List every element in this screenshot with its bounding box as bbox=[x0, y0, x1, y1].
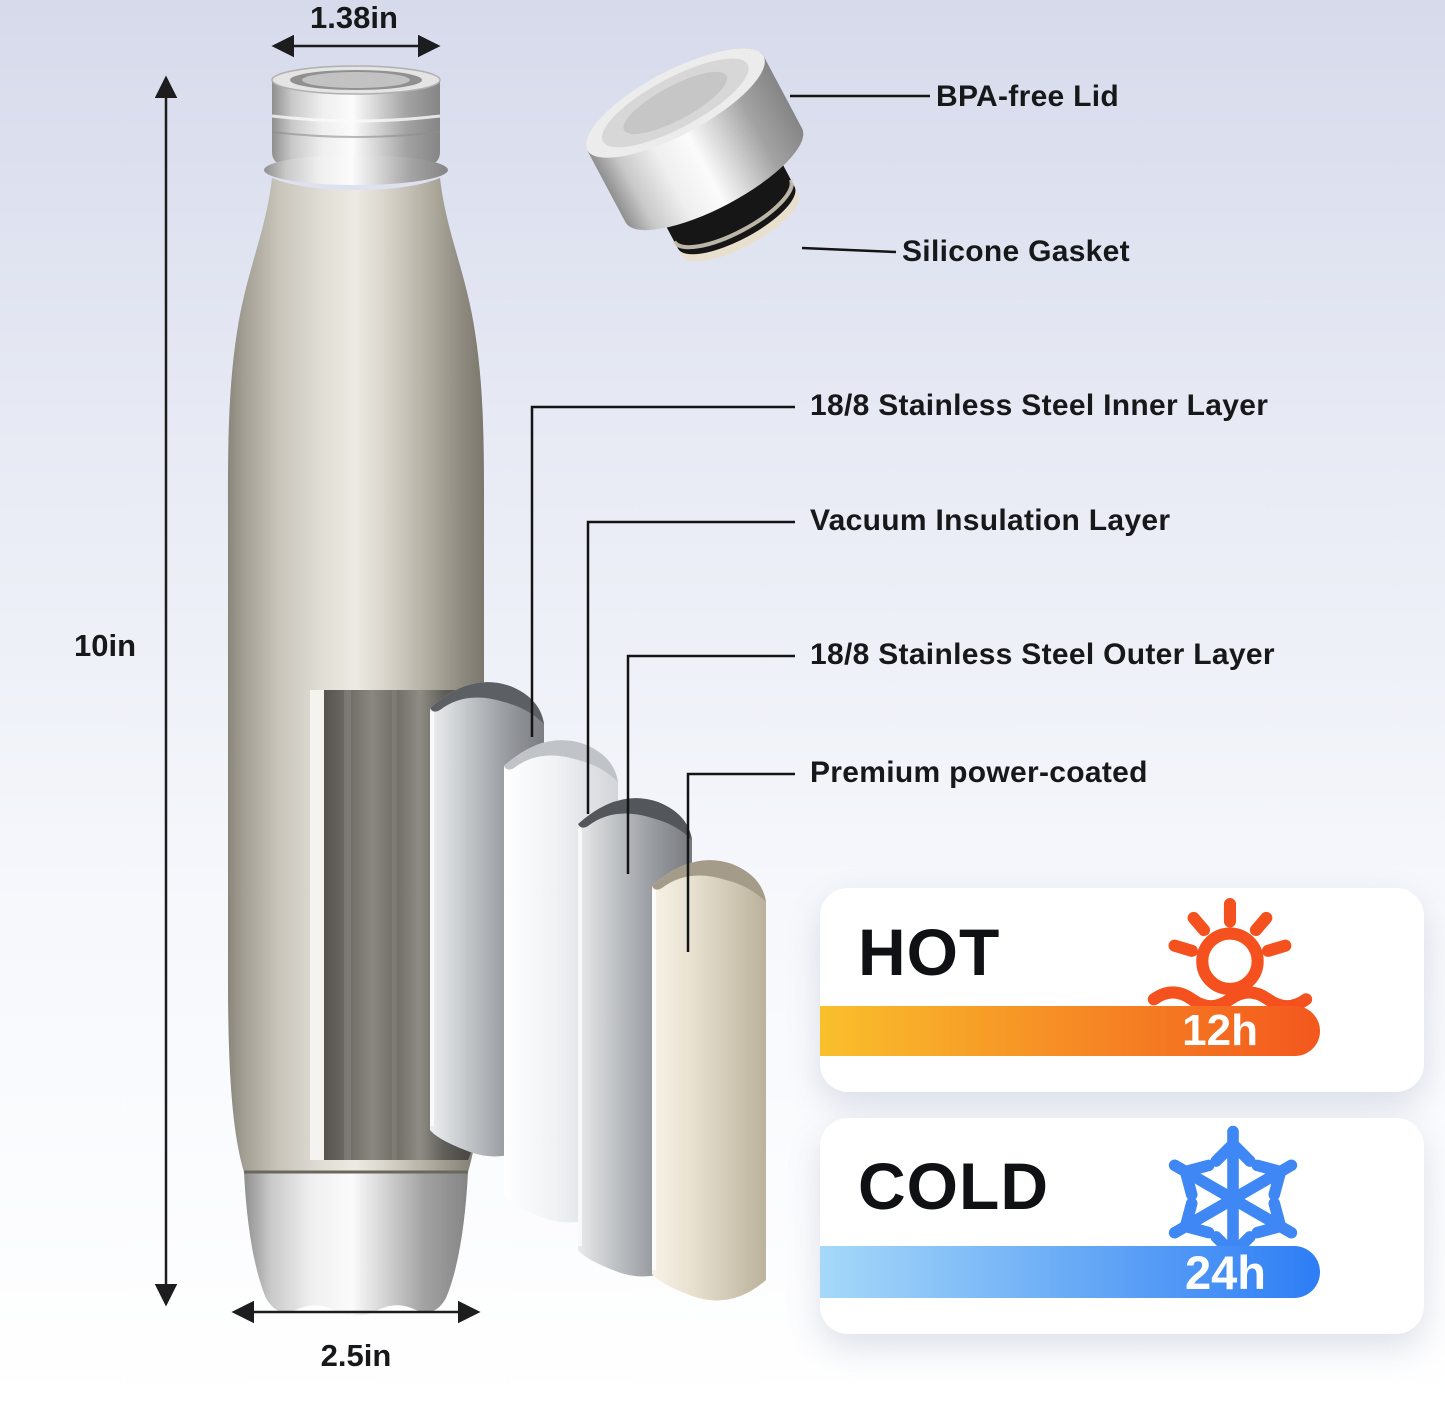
bottle-base bbox=[244, 1172, 468, 1316]
layer-label-inner: 18/8 Stainless Steel Inner Layer bbox=[810, 389, 1269, 422]
layer-strip-coating bbox=[652, 860, 766, 1301]
cold-retention-card: COLD 24h bbox=[820, 1118, 1424, 1334]
mouth-dimension-label: 1.38in bbox=[310, 0, 398, 35]
leader-line-vacuum bbox=[586, 520, 795, 814]
dimension-arrows bbox=[154, 34, 481, 1324]
leader-lines bbox=[530, 94, 930, 952]
cold-duration: 24h bbox=[1185, 1245, 1266, 1299]
height-dimension-label: 10in bbox=[73, 628, 137, 663]
lid bbox=[585, 48, 804, 262]
lid-callout-label: BPA-free Lid bbox=[936, 80, 1120, 113]
layer-label-outer: 18/8 Stainless Steel Outer Layer bbox=[810, 638, 1275, 671]
base-dimension-label: 2.5in bbox=[320, 1338, 392, 1373]
cold-duration-bar: 24h bbox=[820, 1245, 1320, 1299]
cold-label: COLD bbox=[858, 1149, 1049, 1223]
hot-retention-card: HOT 12h bbox=[820, 888, 1424, 1092]
layer-label-vacuum: Vacuum Insulation Layer bbox=[810, 504, 1171, 537]
layer-label-coating: Premium power-coated bbox=[810, 756, 1148, 789]
bottle-mouth bbox=[264, 65, 448, 185]
leader-line-inner bbox=[530, 405, 795, 737]
leader-line-coating bbox=[686, 772, 795, 952]
hot-duration-bar: 12h bbox=[820, 1006, 1320, 1056]
hot-duration: 12h bbox=[1182, 1006, 1258, 1055]
lid-cap bbox=[585, 48, 804, 231]
leader-line-outer bbox=[626, 654, 795, 874]
hot-label: HOT bbox=[858, 915, 1001, 989]
leader-line-gasket bbox=[801, 246, 897, 254]
gasket-callout-label: Silicone Gasket bbox=[902, 235, 1130, 268]
